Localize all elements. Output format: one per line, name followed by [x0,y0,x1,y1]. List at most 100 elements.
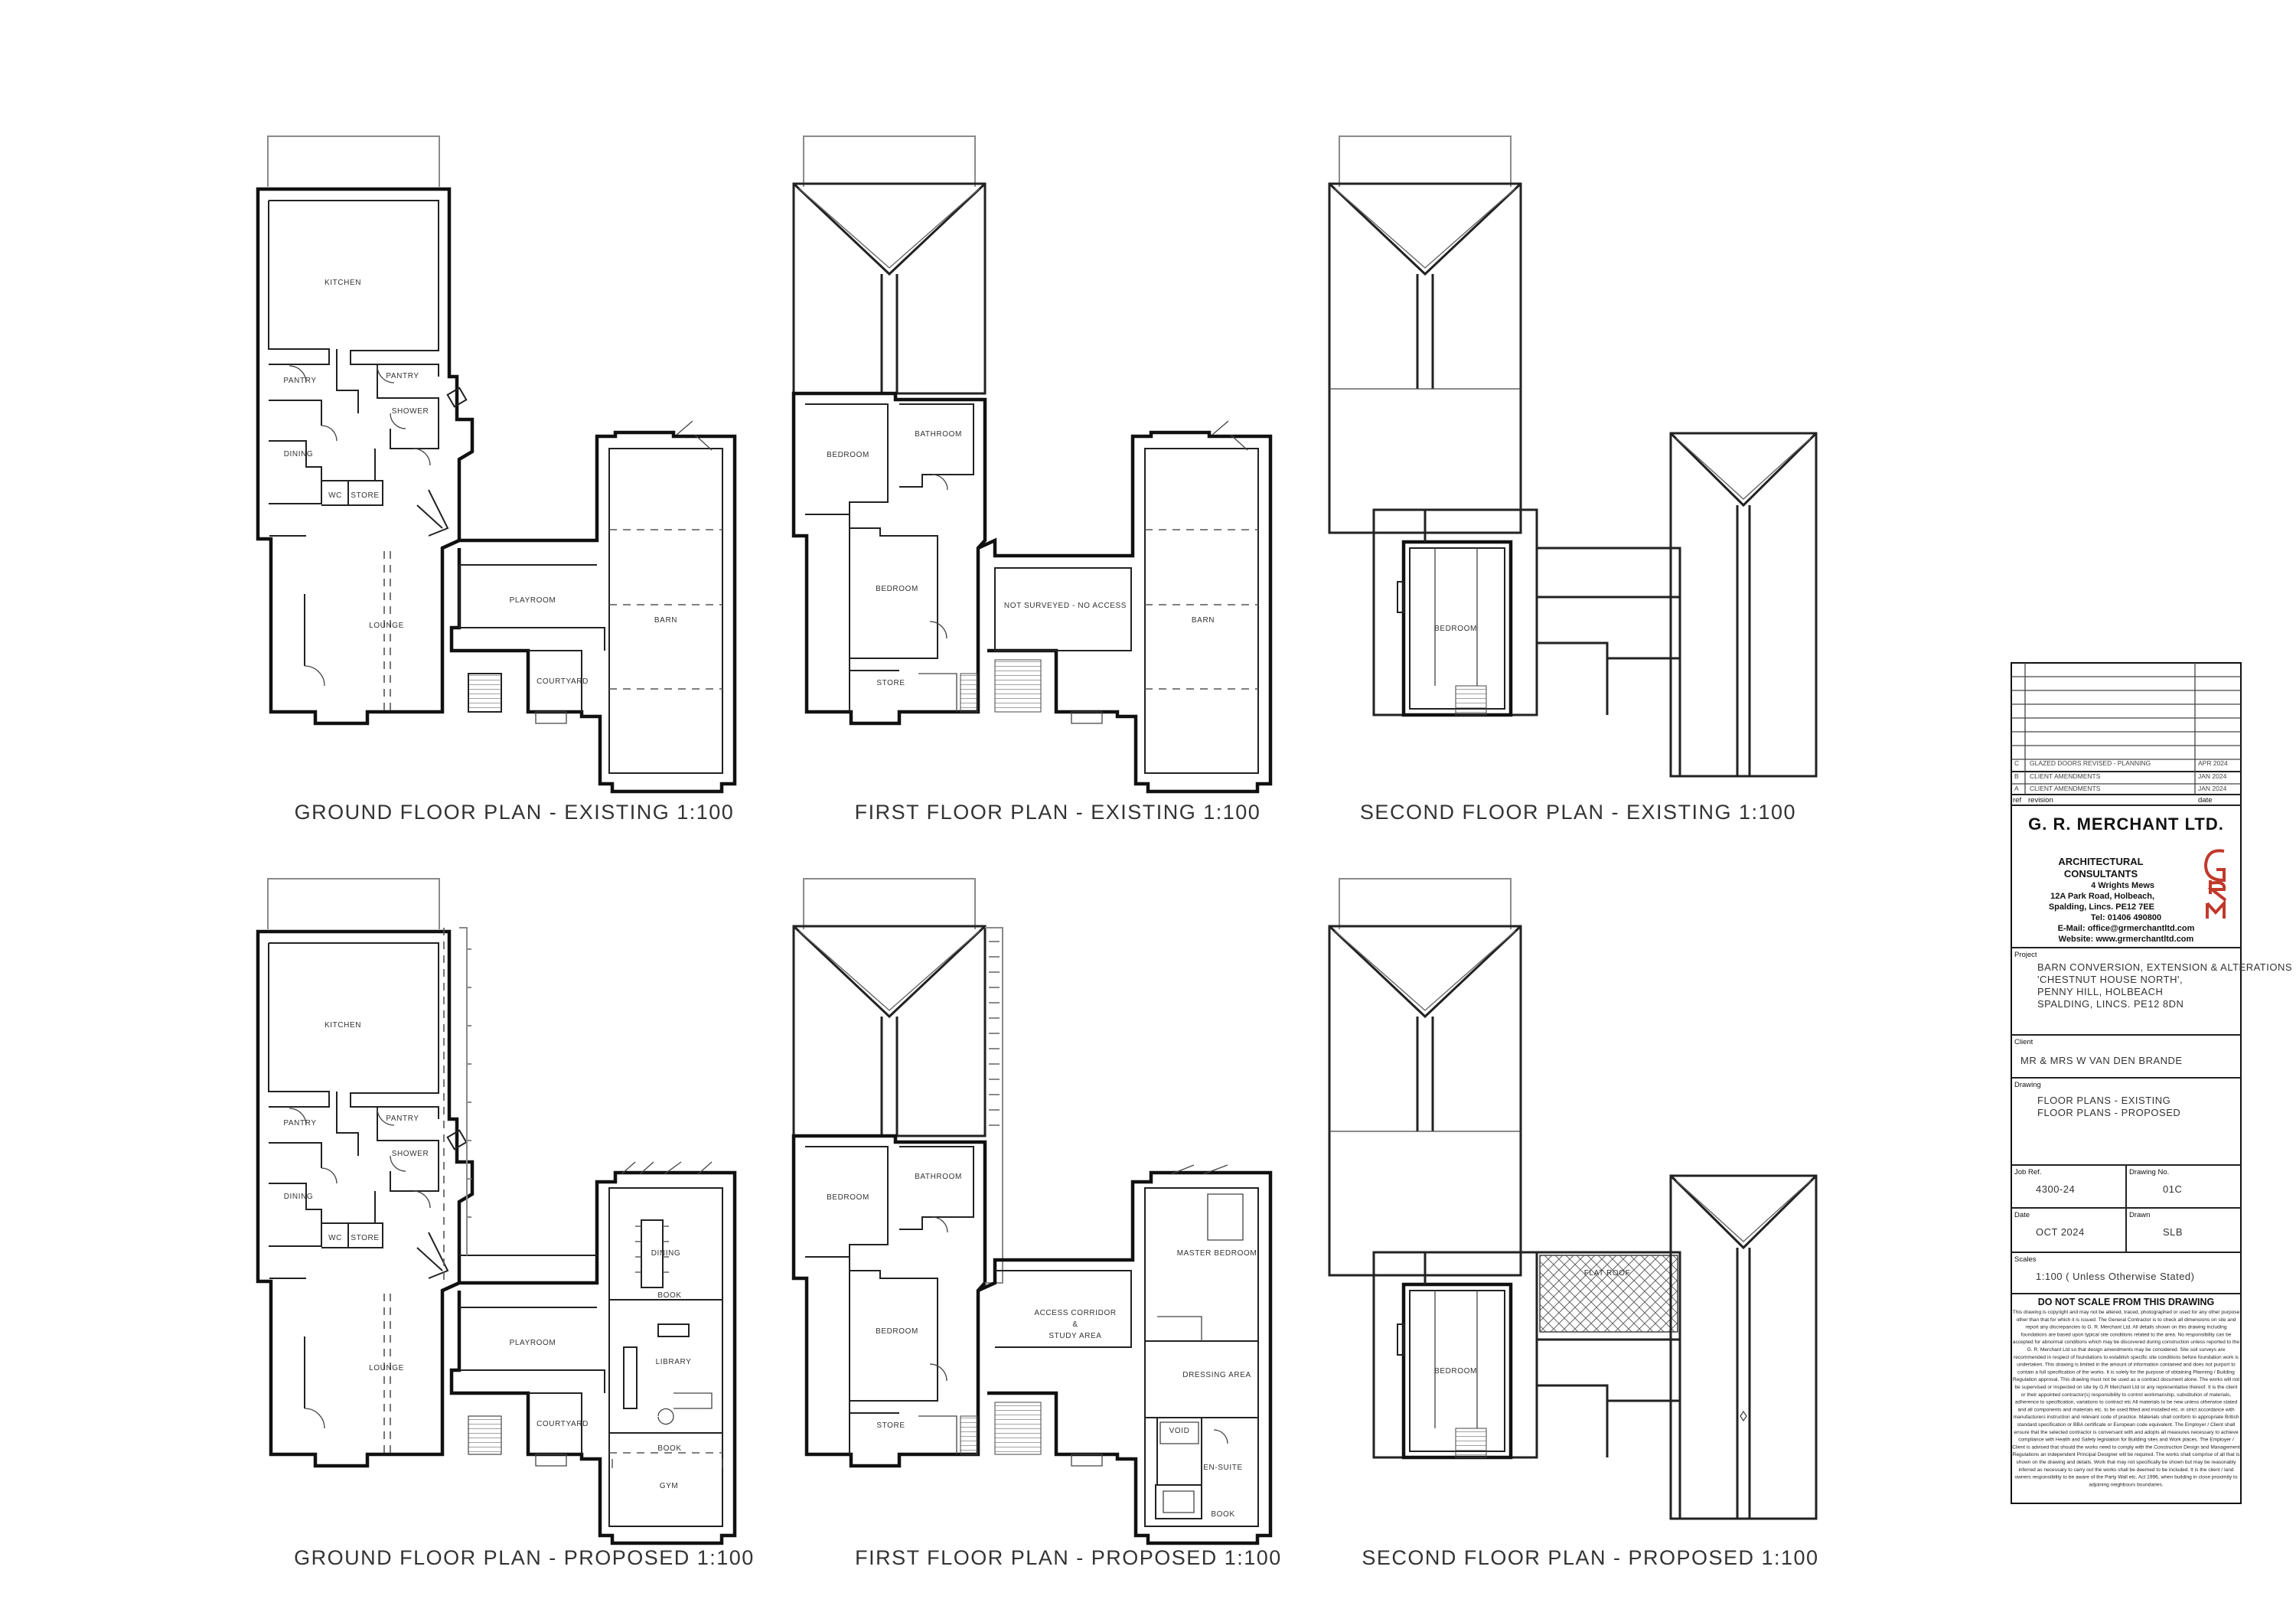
room-label-store: STORE [351,1234,379,1242]
company-tagline: ARCHITECTURAL [2058,856,2143,867]
room-label-lounge: LOUNGE [369,622,404,630]
disclaimer-line: ensure that the selected contractor is c… [2014,1430,2239,1435]
plan-title-first-existing: FIRST FLOOR PLAN - EXISTING 1:100 [855,801,1261,824]
revision-date: APR 2024 [2198,759,2228,767]
do-not-scale-warning: DO NOT SCALE FROM THIS DRAWING [2038,1297,2215,1307]
disclaimer-line: recommended in respect of foundations to… [2014,1355,2239,1360]
disclaimer-line: inferred as necessary to carry out the w… [2018,1467,2233,1473]
room-label-flat-roof: FLAT ROOF [1584,1269,1631,1278]
client-label: Client [2014,1038,2033,1046]
room-label-bathroom: BATHROOM [915,1173,962,1181]
job-ref-value: 4300-24 [2036,1183,2075,1195]
project-label: Project [2014,951,2037,959]
rev-header-ref: ref [2013,796,2021,804]
drawing-no-label: Drawing No. [2129,1168,2169,1177]
room-label-en-suite: EN-SUITE [1203,1464,1242,1472]
plan-title-second-proposed: SECOND FLOOR PLAN - PROPOSED 1:100 [1362,1546,1818,1569]
project-line: SPALDING, LINCS. PE12 8DN [2037,998,2183,1010]
disclaimer-line: adherence to specification, variations t… [2015,1400,2238,1405]
revision-ref: A [2014,785,2019,792]
revision-ref: B [2014,772,2019,780]
company-address: 4 Wrights Mews [2091,881,2154,890]
disclaimer-line: be supervised or inspected on site by G.… [2014,1385,2237,1390]
disclaimer-line: and all components and materials etc. to… [2017,1407,2235,1412]
disclaimer-line: compliance with Health and Safety legisl… [2018,1438,2234,1443]
disclaimer-line: shown on the drawing and details. Work t… [2016,1460,2236,1465]
plan-title-first-proposed: FIRST FLOOR PLAN - PROPOSED 1:100 [855,1546,1282,1569]
disclaimer-line: G. R. Merchant Ltd so that design amendm… [2027,1347,2226,1353]
room-label-master-bedroom: MASTER BEDROOM [1177,1249,1257,1258]
room-label-lounge: LOUNGE [369,1364,404,1372]
disclaimer-line: This drawing is copyright and may not be… [2013,1310,2240,1315]
room-label-wc: WC [328,491,342,500]
room-label-access-corridor: ACCESS CORRIDOR [1034,1309,1116,1317]
project-line: BARN CONVERSION, EXTENSION & ALTERATIONS [2037,961,2292,973]
disclaimer-line: foundations are based upon typical site … [2021,1332,2232,1337]
room-label-playroom: PLAYROOM [510,596,556,605]
drawing-title-line: FLOOR PLANS - EXISTING [2037,1095,2170,1106]
drawn-value: SLB [2163,1226,2183,1238]
revision-text: GLAZED DOORS REVISED - PLANNING [2030,759,2151,767]
room-label-store: STORE [351,491,379,500]
company-name: G. R. MERCHANT LTD. [2028,814,2224,834]
rev-header-revision: revision [2028,796,2053,804]
room-label-dining: DINING [284,450,314,459]
company-tel: Tel: 01406 490800 [2091,913,2161,922]
job-ref-label: Job Ref. [2014,1168,2041,1177]
plan-title-second-existing: SECOND FLOOR PLAN - EXISTING 1:100 [1360,801,1796,824]
disclaimer-line: standard specification or BBA certificat… [2017,1422,2236,1428]
disclaimer-line: manufacturers instruction and relevant c… [2014,1415,2239,1420]
revision-text: CLIENT AMENDMENTS [2030,785,2101,792]
room-label-book: BOOK [657,1444,681,1453]
company-email: E-Mail: office@grmerchantltd.com [2058,924,2195,933]
drawing-label: Drawing [2014,1081,2041,1089]
revision-date: JAN 2024 [2198,785,2227,792]
disclaimer-line: contain a full specification of the work… [2017,1369,2235,1375]
room-label-pantry: PANTRY [386,372,419,380]
scales-label: Scales [2014,1255,2037,1264]
disclaimer-line: Client is advised that should the works … [2012,1444,2240,1450]
room-label-void: VOID [1169,1427,1190,1435]
company-address: Spalding, Lincs. PE12 7EE [2049,902,2154,912]
disclaimer-line: adjoining neighbours boundaries. [2089,1482,2163,1487]
disclaimer-line: other than that for which it is issued. … [2017,1317,2236,1323]
room-label-pantry: PANTRY [283,377,316,385]
date-label: Date [2014,1211,2030,1219]
room-label-study-area: STUDY AREA [1049,1332,1101,1340]
company-website: Website: www.grmerchantltd.com [2059,935,2194,944]
revision-ref: C [2014,759,2019,767]
revision-text: CLIENT AMENDMENTS [2030,772,2101,780]
date-value: OCT 2024 [2036,1226,2085,1238]
client-name: MR & MRS W VAN DEN BRANDE [2020,1055,2183,1066]
room-label-bedroom: BEDROOM [827,451,869,459]
room-label-dressing-area: DRESSING AREA [1182,1371,1251,1379]
room-label-courtyard: COURTYARD [536,1420,589,1428]
room-label-playroom: PLAYROOM [510,1339,556,1347]
room-label-book: BOOK [657,1291,681,1300]
company-logo-icon [2203,849,2227,919]
room-label-bedroom: BEDROOM [827,1193,869,1202]
scales-value: 1:100 ( Unless Otherwise Stated) [2036,1271,2194,1282]
plan-title-ground-existing: GROUND FLOOR PLAN - EXISTING 1:100 [295,801,735,824]
room-label-pantry: PANTRY [386,1115,419,1123]
project-line: 'CHESTNUT HOUSE NORTH', [2037,974,2183,985]
disclaimer-text: This drawing is copyright and may not be… [2012,1310,2240,1487]
room-label-courtyard: COURTYARD [536,677,589,686]
room-label-book: BOOK [1211,1510,1234,1519]
room-label-library: LIBRARY [656,1358,692,1366]
room-label-bathroom: BATHROOM [915,430,962,439]
room-label-barn: BARN [654,616,677,625]
room-label-kitchen: KITCHEN [325,1021,361,1030]
revision-date: JAN 2024 [2198,772,2227,780]
room-label-store: STORE [876,1421,905,1430]
room-label-bedroom: BEDROOM [1434,1367,1477,1376]
room-label-not-surveyed: NOT SURVEYED - NO ACCESS [1004,602,1127,610]
disclaimer-line: or their appointed contractor(s) respons… [2021,1392,2232,1398]
room-label-dining: DINING [651,1249,681,1258]
disclaimer-line: report any discrepancies to G. R. Mercha… [2025,1325,2226,1330]
room-label-barn: BARN [1192,616,1215,625]
disclaimer-line: Regulation approval. This drawing must n… [2013,1377,2239,1382]
room-label-pantry: PANTRY [283,1119,316,1128]
company-address: 12A Park Road, Holbeach, [2050,892,2154,901]
title-block: C GLAZED DOORS REVISED - PLANNING APR 20… [2011,662,2292,1504]
